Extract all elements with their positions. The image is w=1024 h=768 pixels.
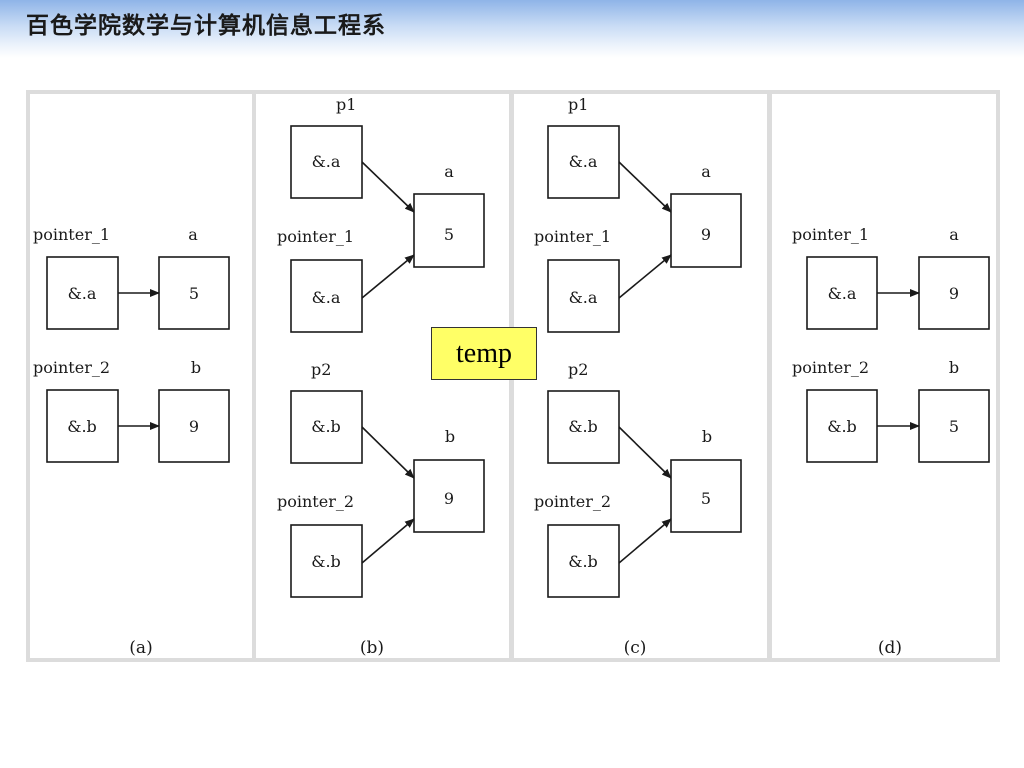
p2-arrow (361, 426, 415, 479)
pointer-2-value: &.b (568, 552, 598, 571)
pointer-2-label: pointer_2 (277, 492, 354, 511)
pointer-2-arrow (361, 518, 415, 564)
var-b-box (413, 459, 485, 533)
pointer-1-label: pointer_1 (792, 225, 869, 244)
p1-label: p1 (336, 95, 356, 114)
var-a-box (413, 193, 485, 268)
pointer-1-value: &.a (828, 284, 857, 303)
pointer-2-value: &.b (311, 552, 341, 571)
var-b-value: 9 (189, 417, 199, 436)
pointer-2-arrow (618, 518, 672, 564)
slide-header-title: 百色学院数学与计算机信息工程系 (26, 13, 386, 39)
var-a-box (670, 193, 742, 268)
var-b-value: 9 (444, 489, 454, 508)
var-a-label: a (701, 162, 711, 181)
pointer-1-arrow (361, 254, 415, 299)
pointer-2-label: pointer_2 (534, 492, 611, 511)
pointer-1-label: pointer_1 (277, 227, 354, 246)
pointer-2-box (290, 524, 363, 598)
p1-value: &.a (569, 152, 598, 171)
pointer-2-box (547, 524, 620, 598)
panel-c: p1 &.a pointer_1 &.a a 9 p2 &.b pointer_… (514, 94, 767, 658)
panel-d-caption: (d) (878, 638, 902, 658)
panel-a-caption: (a) (129, 638, 152, 658)
pointer-1-label: pointer_1 (534, 227, 611, 246)
pointer-2-label: pointer_2 (33, 358, 110, 377)
pointer-1-label: pointer_1 (33, 225, 110, 244)
p1-label: p1 (568, 95, 588, 114)
panel-c-caption: (c) (624, 638, 647, 658)
var-b-label: b (191, 358, 201, 377)
pointer-1-value: &.a (68, 284, 97, 303)
var-a-box (918, 256, 990, 330)
pointer-2-value: &.b (67, 417, 97, 436)
var-b-label: b (949, 358, 959, 377)
pointer-2-value: &.b (827, 417, 857, 436)
var-a-label: a (444, 162, 454, 181)
panel-d: pointer_1 a &.a 9 pointer_2 b &.b 5 (d) (772, 94, 996, 658)
p1-value: &.a (312, 152, 341, 171)
p1-arrow (618, 161, 672, 213)
p2-value: &.b (311, 417, 341, 436)
pointer-2-label: pointer_2 (792, 358, 869, 377)
p2-arrow (618, 426, 672, 479)
var-a-value: 5 (444, 225, 454, 244)
p2-label: p2 (311, 360, 331, 379)
var-a-value: 9 (949, 284, 959, 303)
slide-header-band (0, 0, 1024, 58)
var-a-value: 5 (189, 284, 199, 303)
var-b-value: 5 (949, 417, 959, 436)
p1-arrow (361, 161, 415, 213)
pointer-1-value: &.a (569, 288, 598, 307)
var-a-value: 9 (701, 225, 711, 244)
var-a-label: a (188, 225, 198, 244)
p2-value: &.b (568, 417, 598, 436)
var-b-label: b (702, 427, 712, 446)
var-b-box (158, 389, 230, 463)
var-b-label: b (445, 427, 455, 446)
pointer-1-arrow (618, 254, 672, 299)
pointer-1-value: &.a (312, 288, 341, 307)
var-a-box (158, 256, 230, 330)
var-b-box (918, 389, 990, 463)
var-a-label: a (949, 225, 959, 244)
p2-label: p2 (568, 360, 588, 379)
pointer-1-box (290, 259, 363, 333)
panel-a: pointer_1 a &.a 5 pointer_2 b &.b 9 (a) (30, 94, 252, 658)
panel-b-caption: (b) (360, 638, 384, 658)
var-b-value: 5 (701, 489, 711, 508)
temp-variable-box: temp (431, 327, 537, 380)
pointer-1-box (547, 259, 620, 333)
var-b-box (670, 459, 742, 533)
